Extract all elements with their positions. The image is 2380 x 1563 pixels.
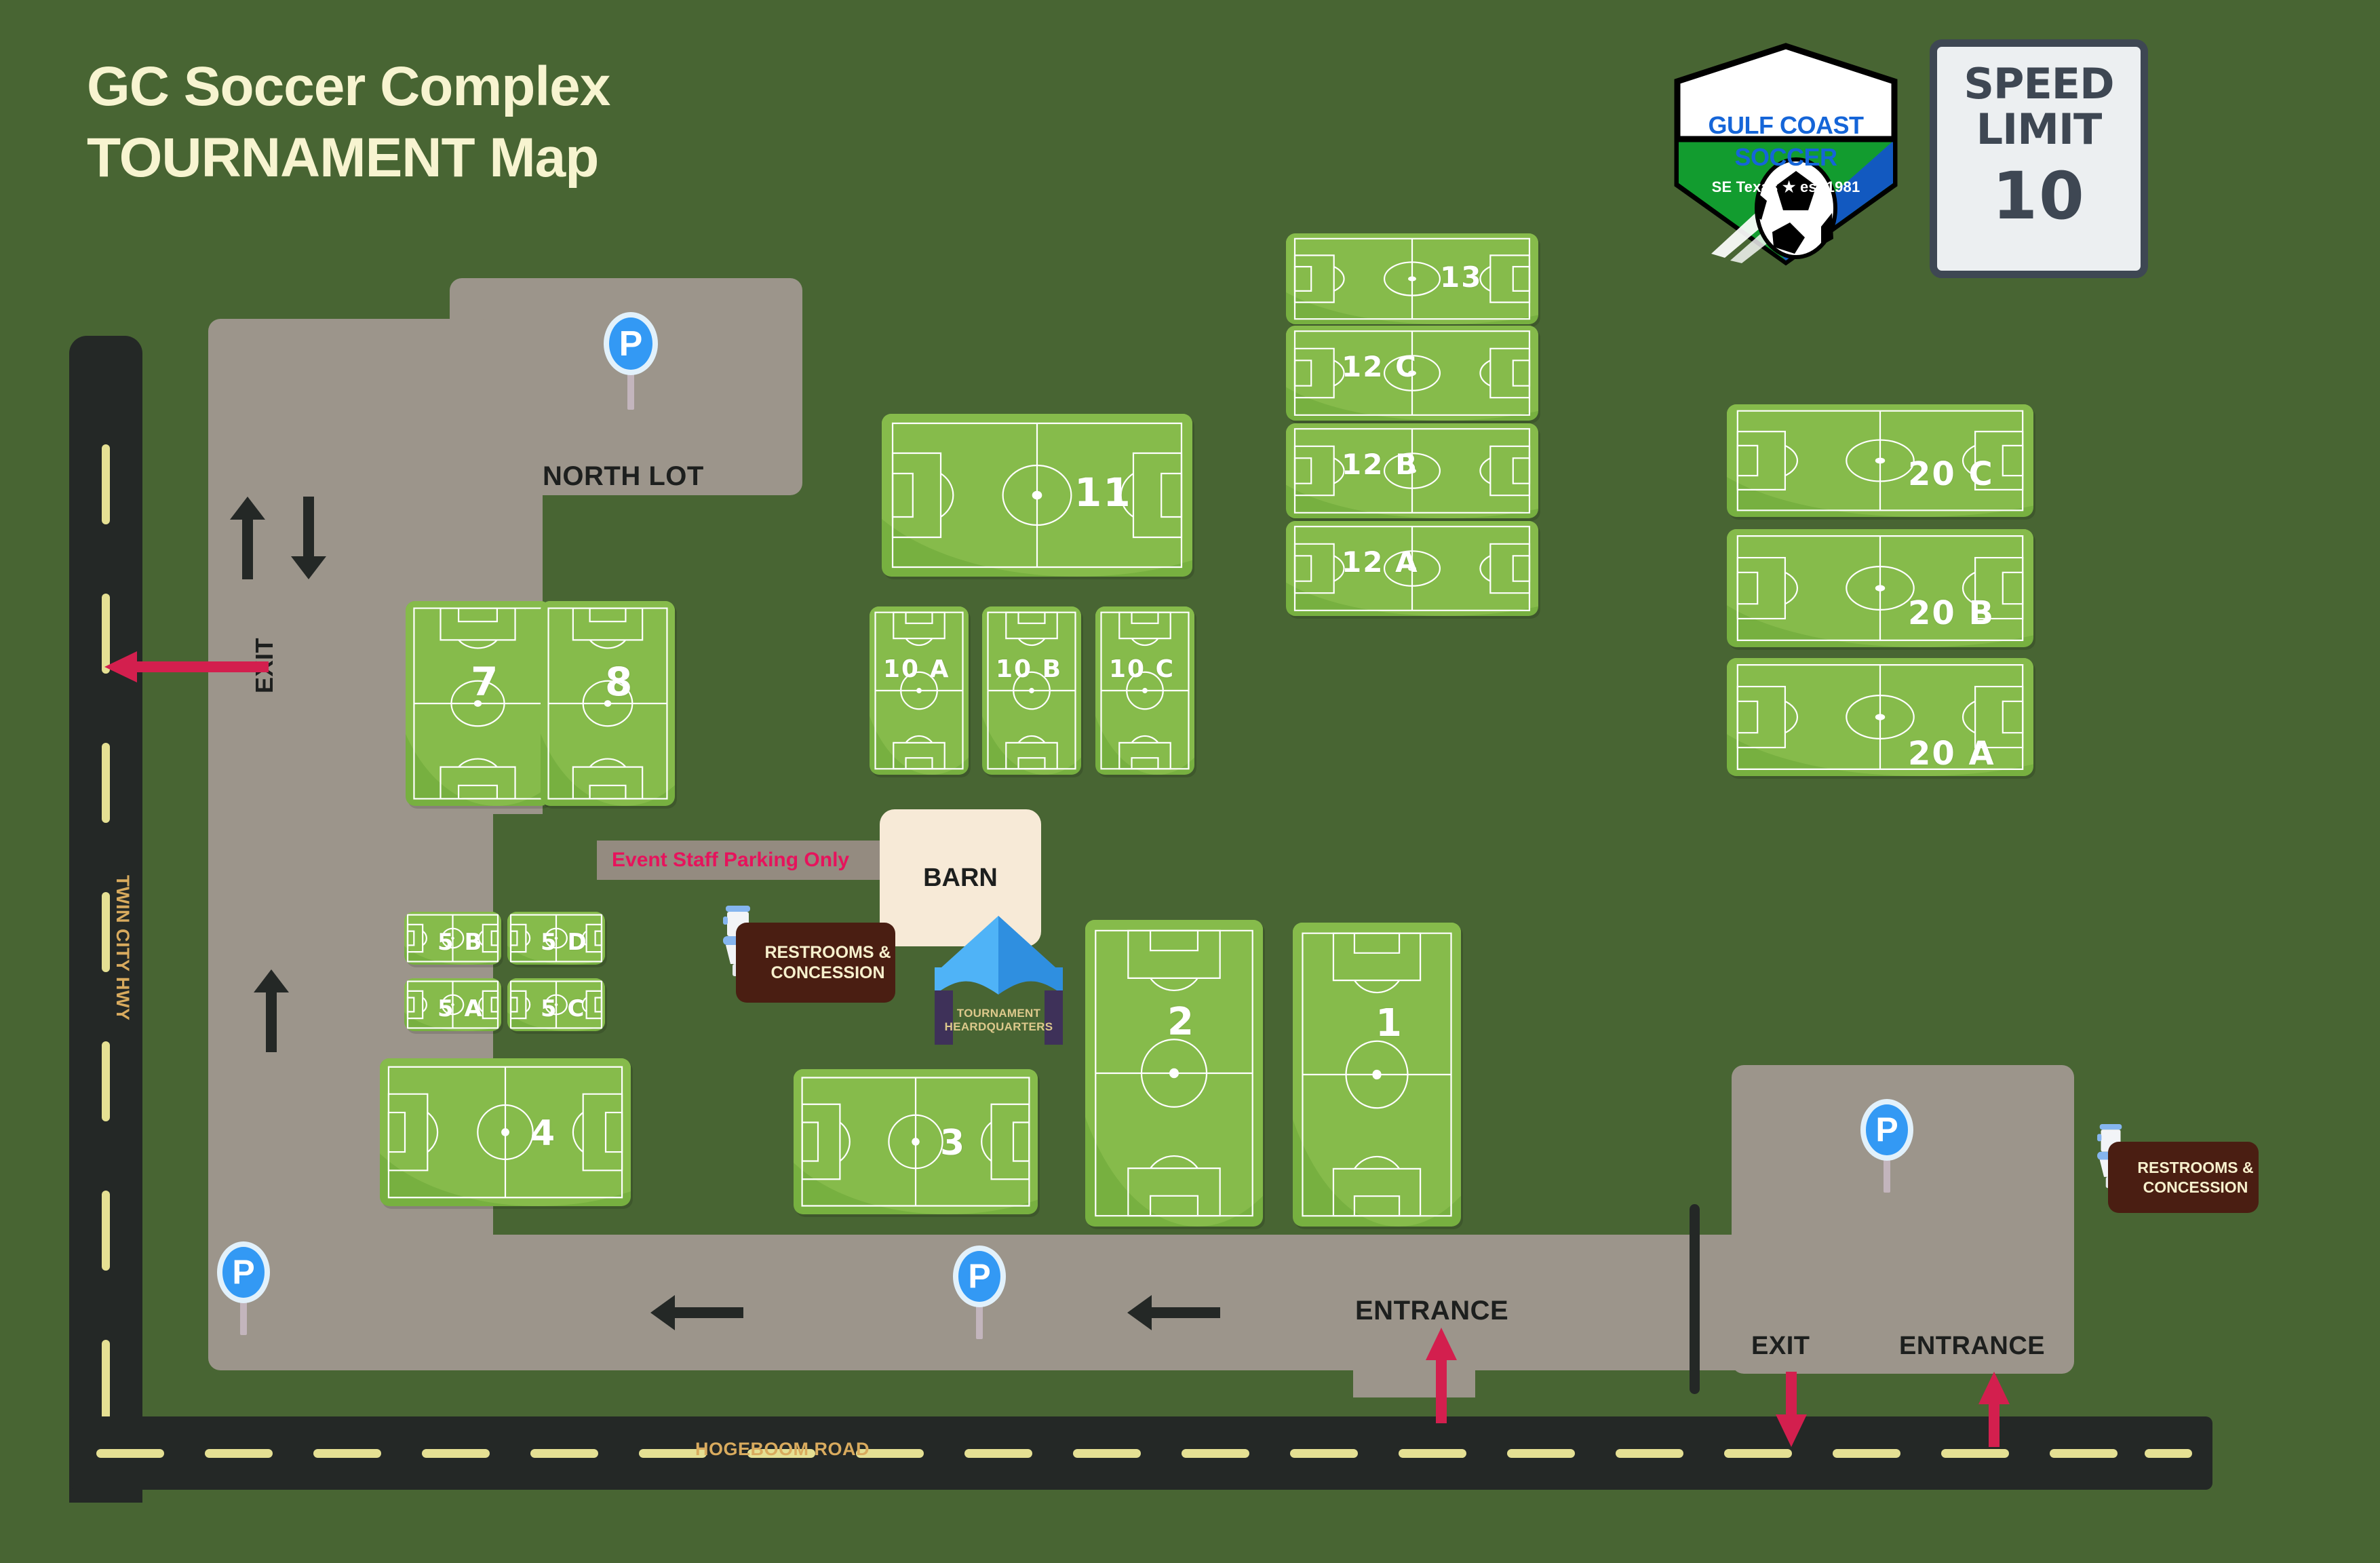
arrow-up-mid-drive: [251, 967, 292, 1055]
field-20B[interactable]: 20 B: [1727, 529, 2033, 647]
parking-sign-southwest[interactable]: P: [217, 1241, 270, 1335]
field-number: 2: [1167, 1000, 1195, 1044]
field-number: 20 B: [1908, 594, 1995, 632]
field-5A[interactable]: 5 A: [404, 978, 501, 1031]
field-5D[interactable]: 5 D: [507, 912, 605, 965]
south-drive-pavement: [208, 1235, 1656, 1370]
restrooms-concession-label-east: RESTROOMS & CONCESSION: [2137, 1159, 2254, 1196]
speed-limit-sign: SPEED LIMIT 10: [1930, 39, 2148, 278]
barn-label: BARN: [923, 863, 998, 892]
parking-sign-letter: P: [232, 1253, 255, 1292]
speed-limit-line1: SPEED: [1964, 59, 2114, 109]
field-number: 12 C: [1342, 350, 1418, 383]
field-1[interactable]: 1: [1293, 923, 1461, 1227]
field-10A[interactable]: 10 A: [870, 606, 969, 775]
field-number: 20 A: [1908, 735, 1995, 773]
event-staff-parking-bar: Event Staff Parking Only: [597, 841, 882, 880]
field-10C[interactable]: 10 C: [1095, 606, 1194, 775]
entrance-south-label: ENTRANCE: [1899, 1332, 2046, 1360]
restrooms-concession-sign-east: RESTROOMS & CONCESSION: [2108, 1142, 2259, 1213]
field-number: 4: [530, 1113, 557, 1154]
field-12C[interactable]: 12 C: [1286, 326, 1538, 421]
gulf-coast-soccer-logo: GULF COAST SOCCER SE Texas ★ est.1981: [1671, 42, 1901, 266]
north-lot-label: NORTH LOT: [543, 461, 704, 491]
field-number: 10 B: [996, 655, 1063, 683]
hogeboom-road-road: [69, 1416, 2212, 1490]
field-number: 3: [940, 1123, 967, 1163]
parking-sign-letter: P: [1875, 1111, 1898, 1149]
field-number: 11: [1074, 469, 1132, 516]
field-number: 10 A: [883, 655, 950, 683]
field-12B[interactable]: 12 B: [1286, 423, 1538, 518]
field-2[interactable]: 2: [1085, 920, 1263, 1227]
speed-limit-line2: LIMIT: [1976, 104, 2103, 154]
logo-line2: SOCCER: [1734, 142, 1837, 171]
speed-limit-value: 10: [1992, 158, 2086, 234]
twin-city-hwy-label: TWIN CITY HWY: [113, 875, 133, 1021]
field-number: 1: [1376, 1001, 1403, 1045]
field-number: 8: [605, 659, 634, 705]
parking-sign-letter: P: [968, 1257, 991, 1296]
field-20C[interactable]: 20 C: [1727, 404, 2033, 517]
arrow-up-north-drive: [227, 494, 268, 582]
parking-sign-south-drive[interactable]: P: [953, 1246, 1006, 1339]
arrow-left-south-drive-west: [648, 1292, 746, 1333]
field-number: 10 C: [1109, 655, 1175, 683]
field-12A[interactable]: 12 A: [1286, 521, 1538, 616]
arrow-left-south-drive-east: [1125, 1292, 1223, 1333]
field-3[interactable]: 3: [794, 1069, 1038, 1214]
field-number: 5 D: [541, 929, 588, 956]
arrow-exit-west-red: [102, 650, 271, 684]
logo-line1: GULF COAST: [1708, 111, 1864, 140]
field-8[interactable]: 8: [541, 601, 675, 806]
entrance-main-label: ENTRANCE: [1355, 1296, 1509, 1326]
field-13[interactable]: 13: [1286, 233, 1538, 324]
field-number: 12 A: [1342, 545, 1419, 579]
field-5C[interactable]: 5 C: [507, 978, 605, 1031]
hogeboom-road-label: HOGEBOOM ROAD: [695, 1439, 870, 1459]
field-number: 5 C: [541, 995, 586, 1022]
field-4[interactable]: 4: [380, 1058, 631, 1206]
field-7[interactable]: 7: [406, 601, 550, 806]
arrow-down-north-drive: [288, 494, 329, 582]
field-number: 5 B: [437, 929, 484, 956]
east-lot-connector: [1628, 1235, 1784, 1370]
field-10B[interactable]: 10 B: [982, 606, 1081, 775]
field-number: 12 B: [1342, 448, 1419, 481]
field-5B[interactable]: 5 B: [404, 912, 501, 965]
parking-sign-east-lot[interactable]: P: [1860, 1099, 1913, 1193]
exit-south-label: EXIT: [1751, 1332, 1810, 1360]
parking-sign-north-lot[interactable]: P: [604, 312, 658, 410]
restrooms-concession-label-west: RESTROOMS & CONCESSION: [764, 942, 891, 983]
arrow-entrance-south-red: [1977, 1370, 2011, 1448]
restrooms-concession-sign-west: RESTROOMS & CONCESSION: [736, 923, 895, 1003]
entrance-gate-bar: [1690, 1204, 1700, 1394]
arrow-exit-south-red: [1774, 1370, 1808, 1448]
field-number: 13: [1440, 260, 1483, 294]
tournament-hq-tent: TOURNAMENT HEARDQUARTERS: [929, 914, 1068, 1045]
twin-city-hwy-road: [69, 336, 142, 1503]
field-number: 5 A: [437, 995, 484, 1022]
field-20A[interactable]: 20 A: [1727, 658, 2033, 776]
page-title: GC Soccer Complex TOURNAMENT Map: [87, 56, 610, 189]
field-11[interactable]: 11: [882, 414, 1192, 577]
event-staff-parking-label: Event Staff Parking Only: [612, 849, 850, 871]
field-number: 20 C: [1908, 455, 1994, 493]
barn-building: BARN: [880, 809, 1041, 946]
parking-sign-letter: P: [619, 324, 643, 364]
logo-line3: SE Texas ★ est.1981: [1711, 178, 1860, 196]
tournament-hq-label: TOURNAMENT HEARDQUARTERS: [944, 1006, 1053, 1033]
arrow-entrance-main-red: [1424, 1326, 1458, 1425]
field-number: 7: [471, 659, 500, 705]
